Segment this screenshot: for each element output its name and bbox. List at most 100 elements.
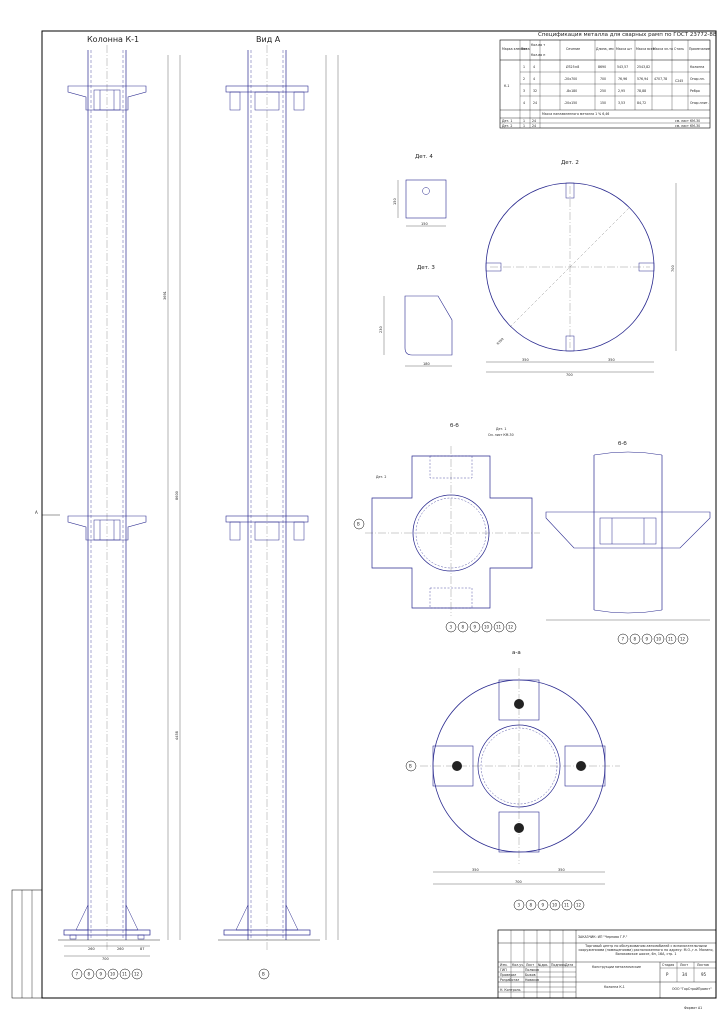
left-binding-strip: [11, 889, 43, 999]
spec-header-mass-el: Масса эл-та: [653, 47, 673, 51]
spec-r1-pos: 1: [523, 65, 525, 69]
bb-sheet-ref: См. лист КМ-30: [488, 433, 514, 437]
det3-title: Дет. 3: [417, 265, 435, 271]
spec-r1-mass-pc: 543,57: [617, 65, 628, 69]
bb-ref-6: 12: [508, 625, 514, 630]
tb-project: Торговый центр по обслуживанию автомобил…: [578, 944, 714, 956]
bb-ref-2: 8: [462, 625, 465, 630]
tb-stage: Р: [666, 972, 669, 977]
spec-r4-mass-pc: 3,53: [618, 101, 625, 105]
column-ref-3: 9: [100, 972, 103, 977]
tb-col-list: Лист: [526, 963, 534, 967]
tb-col-sign: Подпись: [551, 963, 565, 967]
aa-ref-4: 10: [552, 903, 558, 908]
spec-r4-section: -20x150: [564, 101, 577, 105]
det4-dim-w: 150: [421, 222, 428, 226]
dim-base-width: 700: [102, 957, 109, 961]
tb-section: Конструкции металлические: [592, 965, 641, 969]
bb-ref-1: 3: [450, 625, 453, 630]
tb-role-3: Разработал: [500, 978, 519, 982]
spec-r3-mass-all: 78,88: [637, 89, 646, 93]
spec-table-title: Спецификация металла для сварных рамп по…: [538, 32, 717, 38]
spec-r2-pos: 2: [523, 77, 525, 81]
det2-title: Дет. 2: [561, 160, 579, 166]
spec-r1-note: Колонна: [690, 65, 704, 69]
det2-dim-right: 700: [671, 265, 675, 272]
tb-sheet-label: Лист: [680, 963, 688, 967]
spec-table: Спецификация металла для сварных рамп по…: [499, 32, 717, 129]
spec-r3-mass-pc: 2,95: [618, 89, 625, 93]
tb-customer: ЗАКАЗЧИК: ИП "Чернова Г.Р.": [578, 935, 628, 939]
spec-r1-qty: 4: [533, 65, 535, 69]
spec-r1-length: 8690: [598, 65, 606, 69]
aa-dim-right: 350: [558, 868, 565, 872]
det2-dim-half-right: 350: [608, 358, 615, 362]
detail-3: Дет. 3 180 230: [379, 265, 453, 367]
aa-ref-6: 12: [576, 903, 582, 908]
tb-sheets-total: 95: [701, 972, 707, 977]
aa-view-letter: В: [409, 764, 412, 769]
spec-header-steel: Сталь: [674, 47, 684, 51]
aa-ref-2: 8: [530, 903, 533, 908]
outer-frame: [41, 30, 717, 999]
section-bb-plan: б-б Дет. 1 Дет. 2 См. лист КМ-30 В: [353, 423, 540, 616]
bbs-ref-3: 9: [646, 637, 649, 642]
section-bb-callouts: 3 8 9 10 11 12: [445, 621, 517, 633]
spec-r2-length: 700: [600, 77, 606, 81]
view-arrow-label: А: [35, 510, 38, 515]
spec-r4-qty: 24: [533, 101, 537, 105]
spec-r2-mass-el: 4707,78: [654, 77, 667, 81]
spec-r1-section: Ø325×8: [566, 64, 579, 69]
view-a-title: Вид А: [256, 35, 281, 44]
spec-det1-pos: 1: [523, 119, 525, 123]
spec-r3-note: Ребро: [690, 89, 700, 93]
bbs-ref-1: 7: [622, 637, 625, 642]
spec-header-length: Длина, мм: [596, 47, 614, 51]
spec-det2-pos: 1: [523, 124, 525, 128]
spec-r3-section: -8x180: [566, 89, 577, 93]
det2-dim-half-left: 350: [522, 358, 529, 362]
bb-det1-label: Дет. 1: [496, 427, 506, 431]
section-bb-side: б-б: [545, 441, 711, 621]
spec-det1-name: Дет. 1: [502, 119, 512, 123]
det4-title: Дет. 4: [415, 154, 433, 160]
aa-ref-1: 3: [518, 903, 521, 908]
spec-r1-steel: С245: [675, 79, 683, 83]
tb-name-3: Новиков: [525, 978, 539, 982]
section-bb-plan-title: б-б: [450, 423, 459, 429]
column-ref-1: 7: [76, 972, 79, 977]
column-ref-2: 8: [88, 972, 91, 977]
spec-det2-qty: 24: [532, 124, 536, 128]
tb-sheet-no: 34: [682, 972, 688, 977]
spec-r2-mass-all: 576,94: [637, 77, 648, 81]
tb-sheets-label: Листов: [697, 963, 709, 967]
dim-base-mid: 260: [117, 947, 124, 951]
spec-det1-qty: 24: [532, 119, 536, 123]
view-a-letter: В: [262, 972, 265, 977]
tb-name-1: Поляков: [525, 968, 539, 972]
tb-format: Формат А1: [684, 1006, 702, 1010]
section-bb-side-title: б-б: [618, 441, 627, 447]
spec-r2-mass-pc: 76,96: [618, 77, 627, 81]
tb-stage-label: Стадия: [662, 963, 674, 967]
spec-header-mass-pc: Масса шт: [616, 47, 632, 51]
spec-r1-mark: К-1: [504, 84, 509, 88]
det3-dim-h: 230: [379, 326, 383, 333]
bbs-ref-5: 11: [668, 637, 674, 642]
section-aa-plan: а-а В 350 350 700: [405, 650, 620, 885]
tb-col-date: Дата: [565, 963, 573, 967]
spec-det2-note: см. лист КМ-30: [675, 124, 700, 128]
bbs-ref-6: 12: [680, 637, 686, 642]
spec-header-note: Примечание: [689, 47, 710, 51]
view-a-elevation: Вид А В: [218, 35, 339, 980]
tb-sheet-name: Колонна К-1: [604, 985, 625, 989]
detail-4: Дет. 4 150 150: [393, 154, 447, 227]
aa-dim-total: 700: [515, 880, 522, 884]
spec-weld-note: Масса наплавленного металла 1 % 6,46: [542, 112, 609, 116]
column-ref-4: 10: [110, 972, 116, 977]
spec-header-mass-all: Масса всех: [636, 47, 655, 51]
spec-r4-note: Опор.плит.: [690, 101, 709, 105]
spec-det1-note: см. лист КМ-30: [675, 119, 700, 123]
det2-radius: R350: [496, 337, 505, 346]
